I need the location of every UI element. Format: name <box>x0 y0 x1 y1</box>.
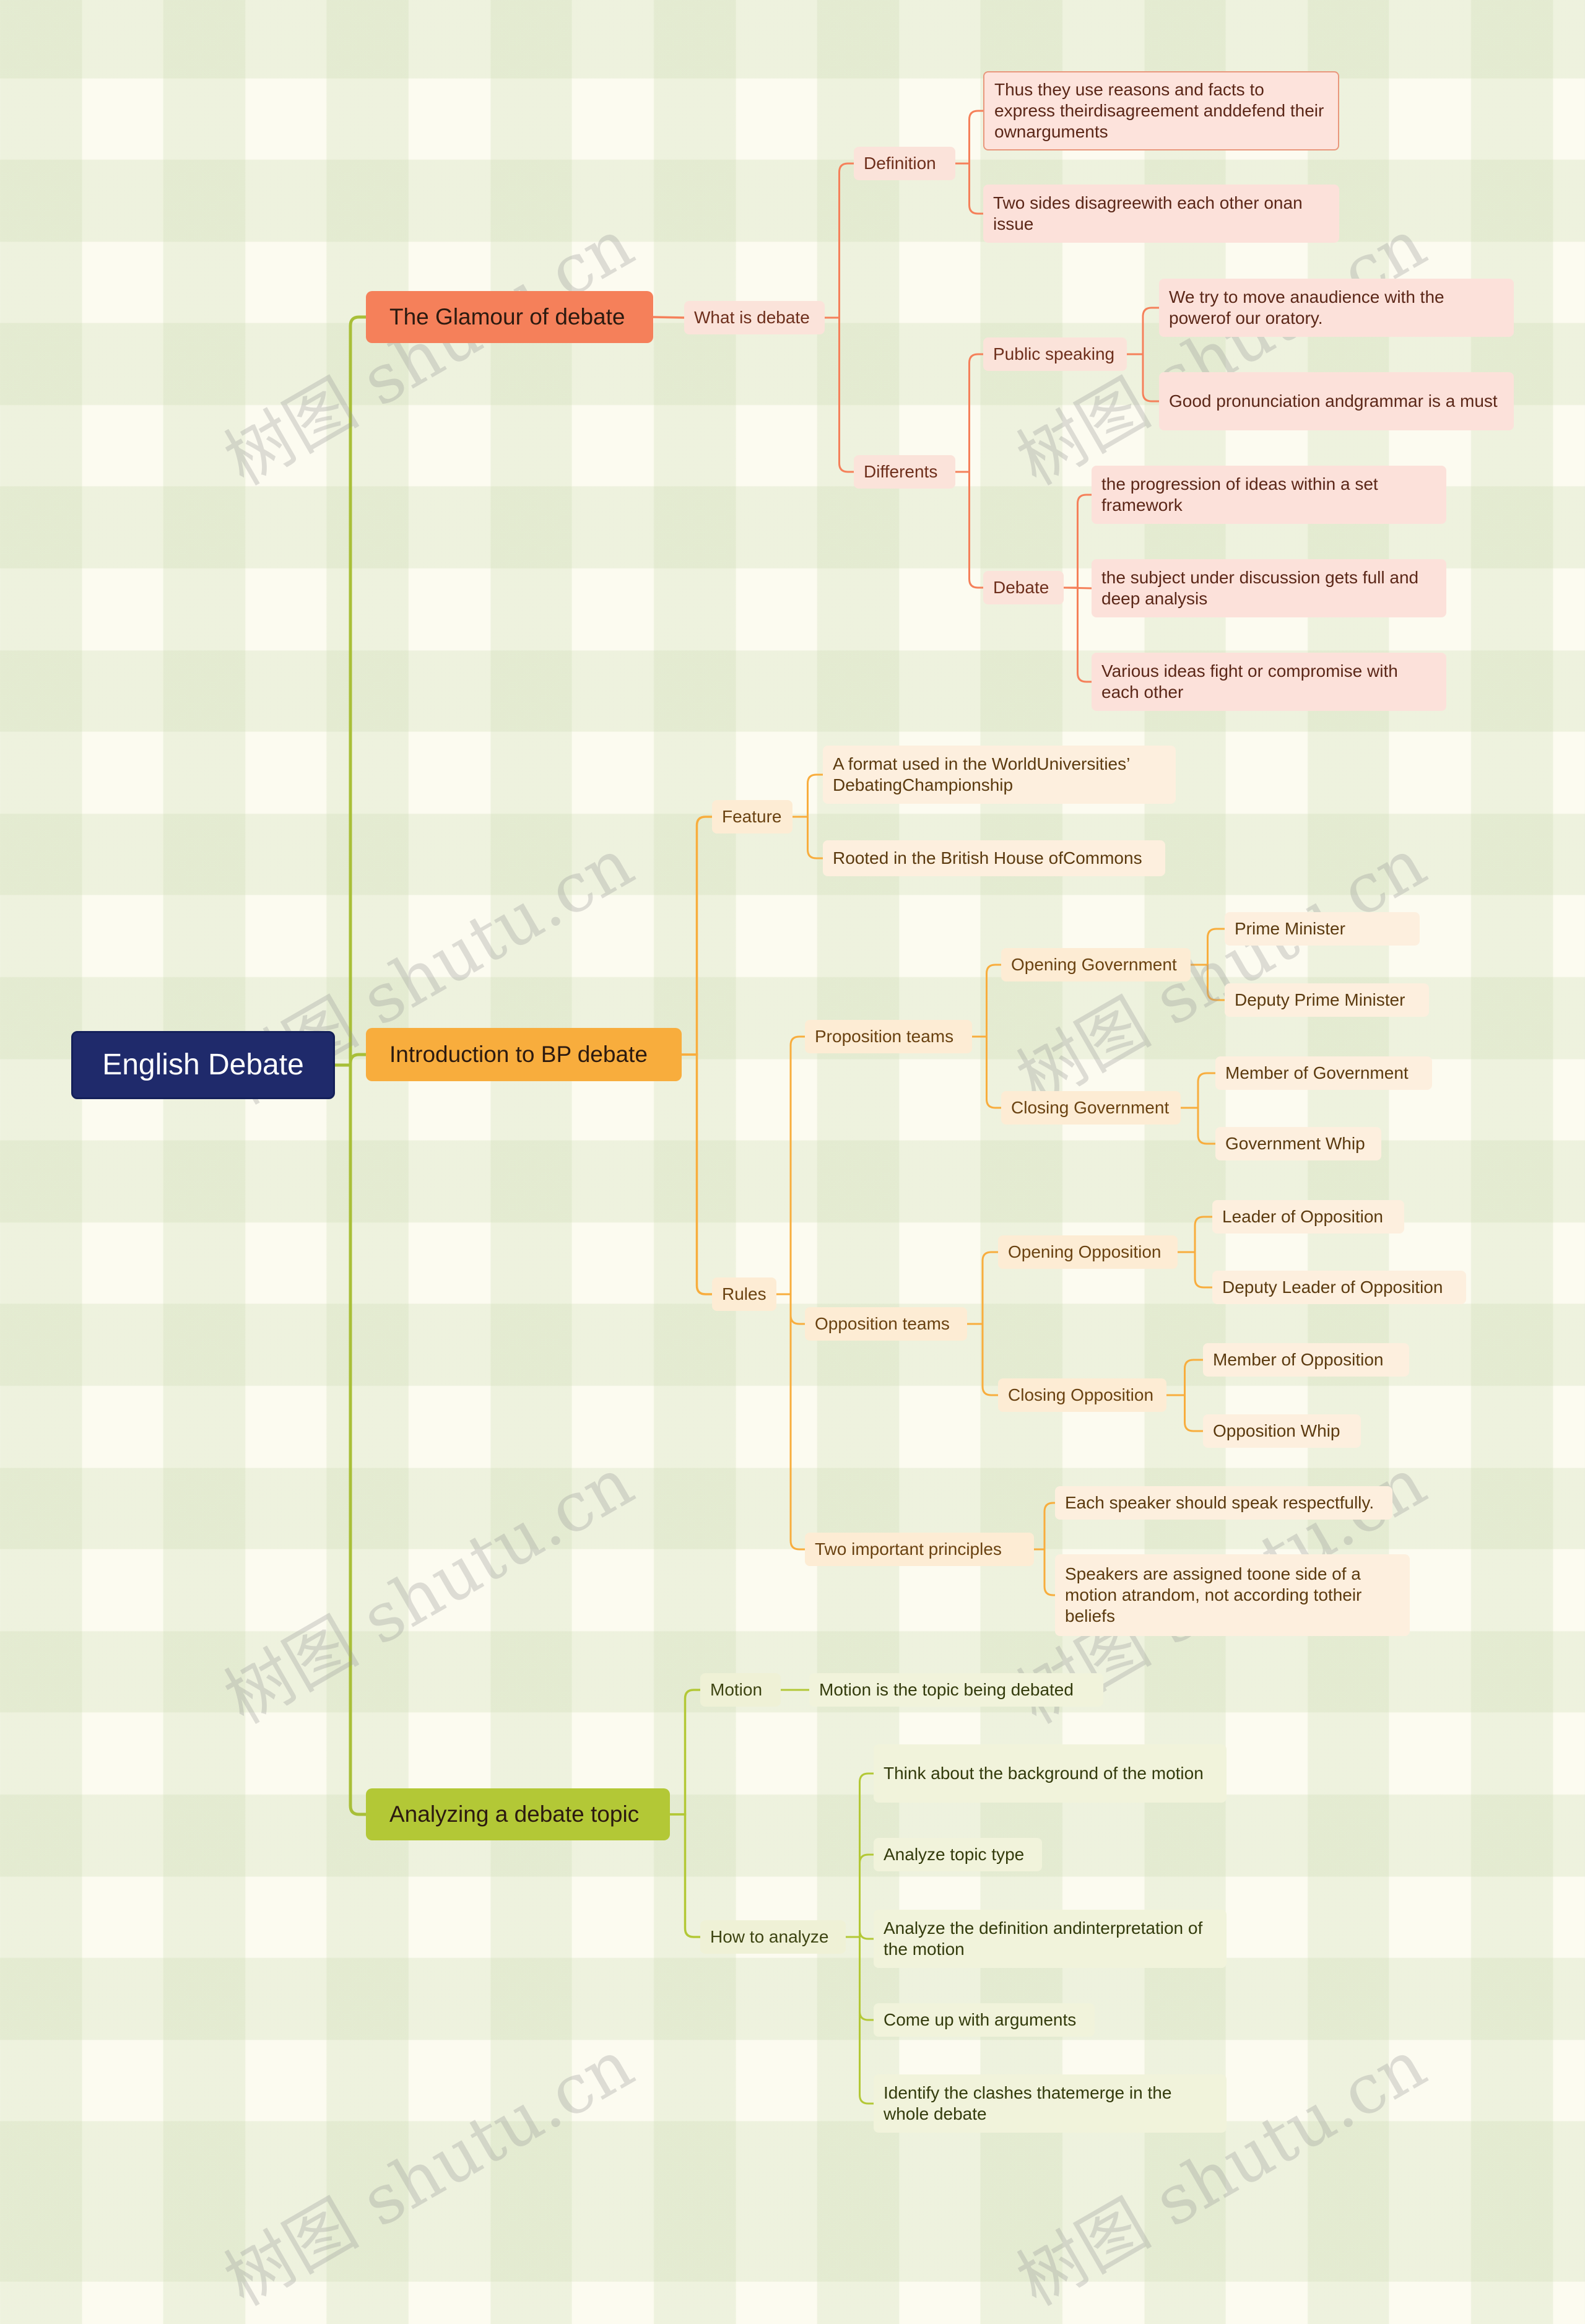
opening-government[interactable]: Opening Government <box>1001 948 1191 981</box>
connector <box>1034 1548 1055 1596</box>
connector-lines <box>335 110 1225 2105</box>
connector <box>776 1293 805 1551</box>
connector <box>682 1053 712 1295</box>
analyze-step[interactable]: Come up with arguments <box>874 2003 1095 2037</box>
connector <box>1034 1502 1055 1551</box>
connector <box>682 816 712 1056</box>
connector <box>846 1936 874 2105</box>
public-speaking-item[interactable]: We try to move anaudience with the power… <box>1159 279 1514 337</box>
connector <box>670 1813 700 1938</box>
connector <box>1166 1359 1203 1396</box>
definition[interactable]: Definition <box>854 147 955 180</box>
connector <box>955 110 983 165</box>
opposition-teams[interactable]: Opposition teams <box>805 1307 967 1341</box>
principle-item[interactable]: Speakers are assigned toone side of a mo… <box>1055 1554 1410 1636</box>
analyze-step[interactable]: Analyze topic type <box>874 1838 1042 1871</box>
connector <box>846 1853 874 1938</box>
feature-item[interactable]: A format used in the WorldUniversities’ … <box>823 746 1176 804</box>
opening-opposition[interactable]: Opening Opposition <box>998 1235 1178 1269</box>
principle-item[interactable]: Each speaker should speak respectfully. <box>1055 1486 1392 1520</box>
definition-item[interactable]: Two sides disagreewith each other onan i… <box>983 185 1339 243</box>
rules[interactable]: Rules <box>712 1277 776 1311</box>
connector <box>792 816 823 860</box>
feature-item[interactable]: Rooted in the British House ofCommons <box>823 840 1165 876</box>
connector <box>1191 928 1225 966</box>
debate-node[interactable]: Debate <box>983 571 1064 604</box>
connector <box>1181 1072 1215 1109</box>
connector <box>967 1251 998 1325</box>
connector <box>972 1035 1001 1109</box>
debate-item[interactable]: the progression of ideas within a set fr… <box>1092 466 1446 524</box>
definition-item[interactable]: Thus they use reasons and facts to expre… <box>983 71 1339 150</box>
connector <box>1127 307 1159 355</box>
role[interactable]: Deputy Leader of Opposition <box>1212 1271 1466 1304</box>
connector <box>846 1772 874 1938</box>
connector <box>1178 1251 1212 1289</box>
connector <box>955 162 983 215</box>
connector <box>776 1035 805 1295</box>
closing-government[interactable]: Closing Government <box>1001 1091 1181 1125</box>
connector <box>967 1323 998 1396</box>
connector <box>1191 964 1225 1001</box>
connector <box>846 1930 874 1940</box>
connector <box>972 964 1001 1038</box>
debate-item[interactable]: the subject under discussion gets full a… <box>1092 559 1446 617</box>
analyze-step[interactable]: Identify the clashes thatemerge in the w… <box>874 2074 1227 2133</box>
public-speaking-item[interactable]: Good pronunciation andgrammar is a must <box>1159 372 1514 430</box>
what-is-debate[interactable]: What is debate <box>684 301 825 334</box>
connector <box>1064 586 1092 683</box>
connector <box>1181 1107 1215 1145</box>
connector <box>1127 353 1159 403</box>
role[interactable]: Member of Opposition <box>1203 1343 1409 1377</box>
branch-glamour-of-debate[interactable]: The Glamour of debate <box>366 291 653 343</box>
role[interactable]: Prime Minister <box>1225 912 1420 946</box>
connector <box>825 316 854 473</box>
connector <box>335 1063 366 1816</box>
debate-item[interactable]: Various ideas fight or compromise with e… <box>1092 653 1446 711</box>
role[interactable]: Leader of Opposition <box>1212 1200 1404 1234</box>
connector <box>653 316 685 319</box>
connector <box>1178 1216 1212 1253</box>
branch-intro-bp-debate[interactable]: Introduction to BP debate <box>366 1028 682 1081</box>
connector <box>1166 1394 1203 1432</box>
connector <box>335 315 366 1067</box>
root-topic[interactable]: English Debate <box>71 1031 335 1099</box>
public-speaking[interactable]: Public speaking <box>983 337 1127 371</box>
connector <box>955 471 983 589</box>
connector <box>825 162 854 319</box>
analyze-step[interactable]: Analyze the definition andinterpretation… <box>874 1910 1227 1968</box>
proposition-teams[interactable]: Proposition teams <box>805 1020 972 1053</box>
closing-opposition[interactable]: Closing Opposition <box>998 1378 1166 1412</box>
role[interactable]: Government Whip <box>1215 1127 1381 1160</box>
connector <box>335 1053 366 1067</box>
role[interactable]: Deputy Prime Minister <box>1225 983 1429 1017</box>
role[interactable]: Opposition Whip <box>1203 1414 1361 1448</box>
differents[interactable]: Differents <box>854 455 955 489</box>
branch-analyzing-topic[interactable]: Analyzing a debate topic <box>366 1788 670 1840</box>
mind-map-canvas: 树图 shutu.cn 树图 shutu.cn 树图 shutu.cn 树图 s… <box>71 71 1514 2321</box>
role[interactable]: Member of Government <box>1215 1056 1432 1090</box>
how-to-analyze[interactable]: How to analyze <box>700 1920 846 1954</box>
two-important-principles[interactable]: Two important principles <box>805 1533 1034 1566</box>
connector <box>1064 494 1092 589</box>
connector <box>792 773 823 818</box>
analyze-step[interactable]: Think about the background of the motion <box>874 1744 1227 1803</box>
connector <box>955 353 983 473</box>
motion[interactable]: Motion <box>700 1673 781 1707</box>
feature[interactable]: Feature <box>712 800 792 833</box>
motion-item[interactable]: Motion is the topic being debated <box>809 1673 1103 1707</box>
connector <box>670 1689 700 1816</box>
